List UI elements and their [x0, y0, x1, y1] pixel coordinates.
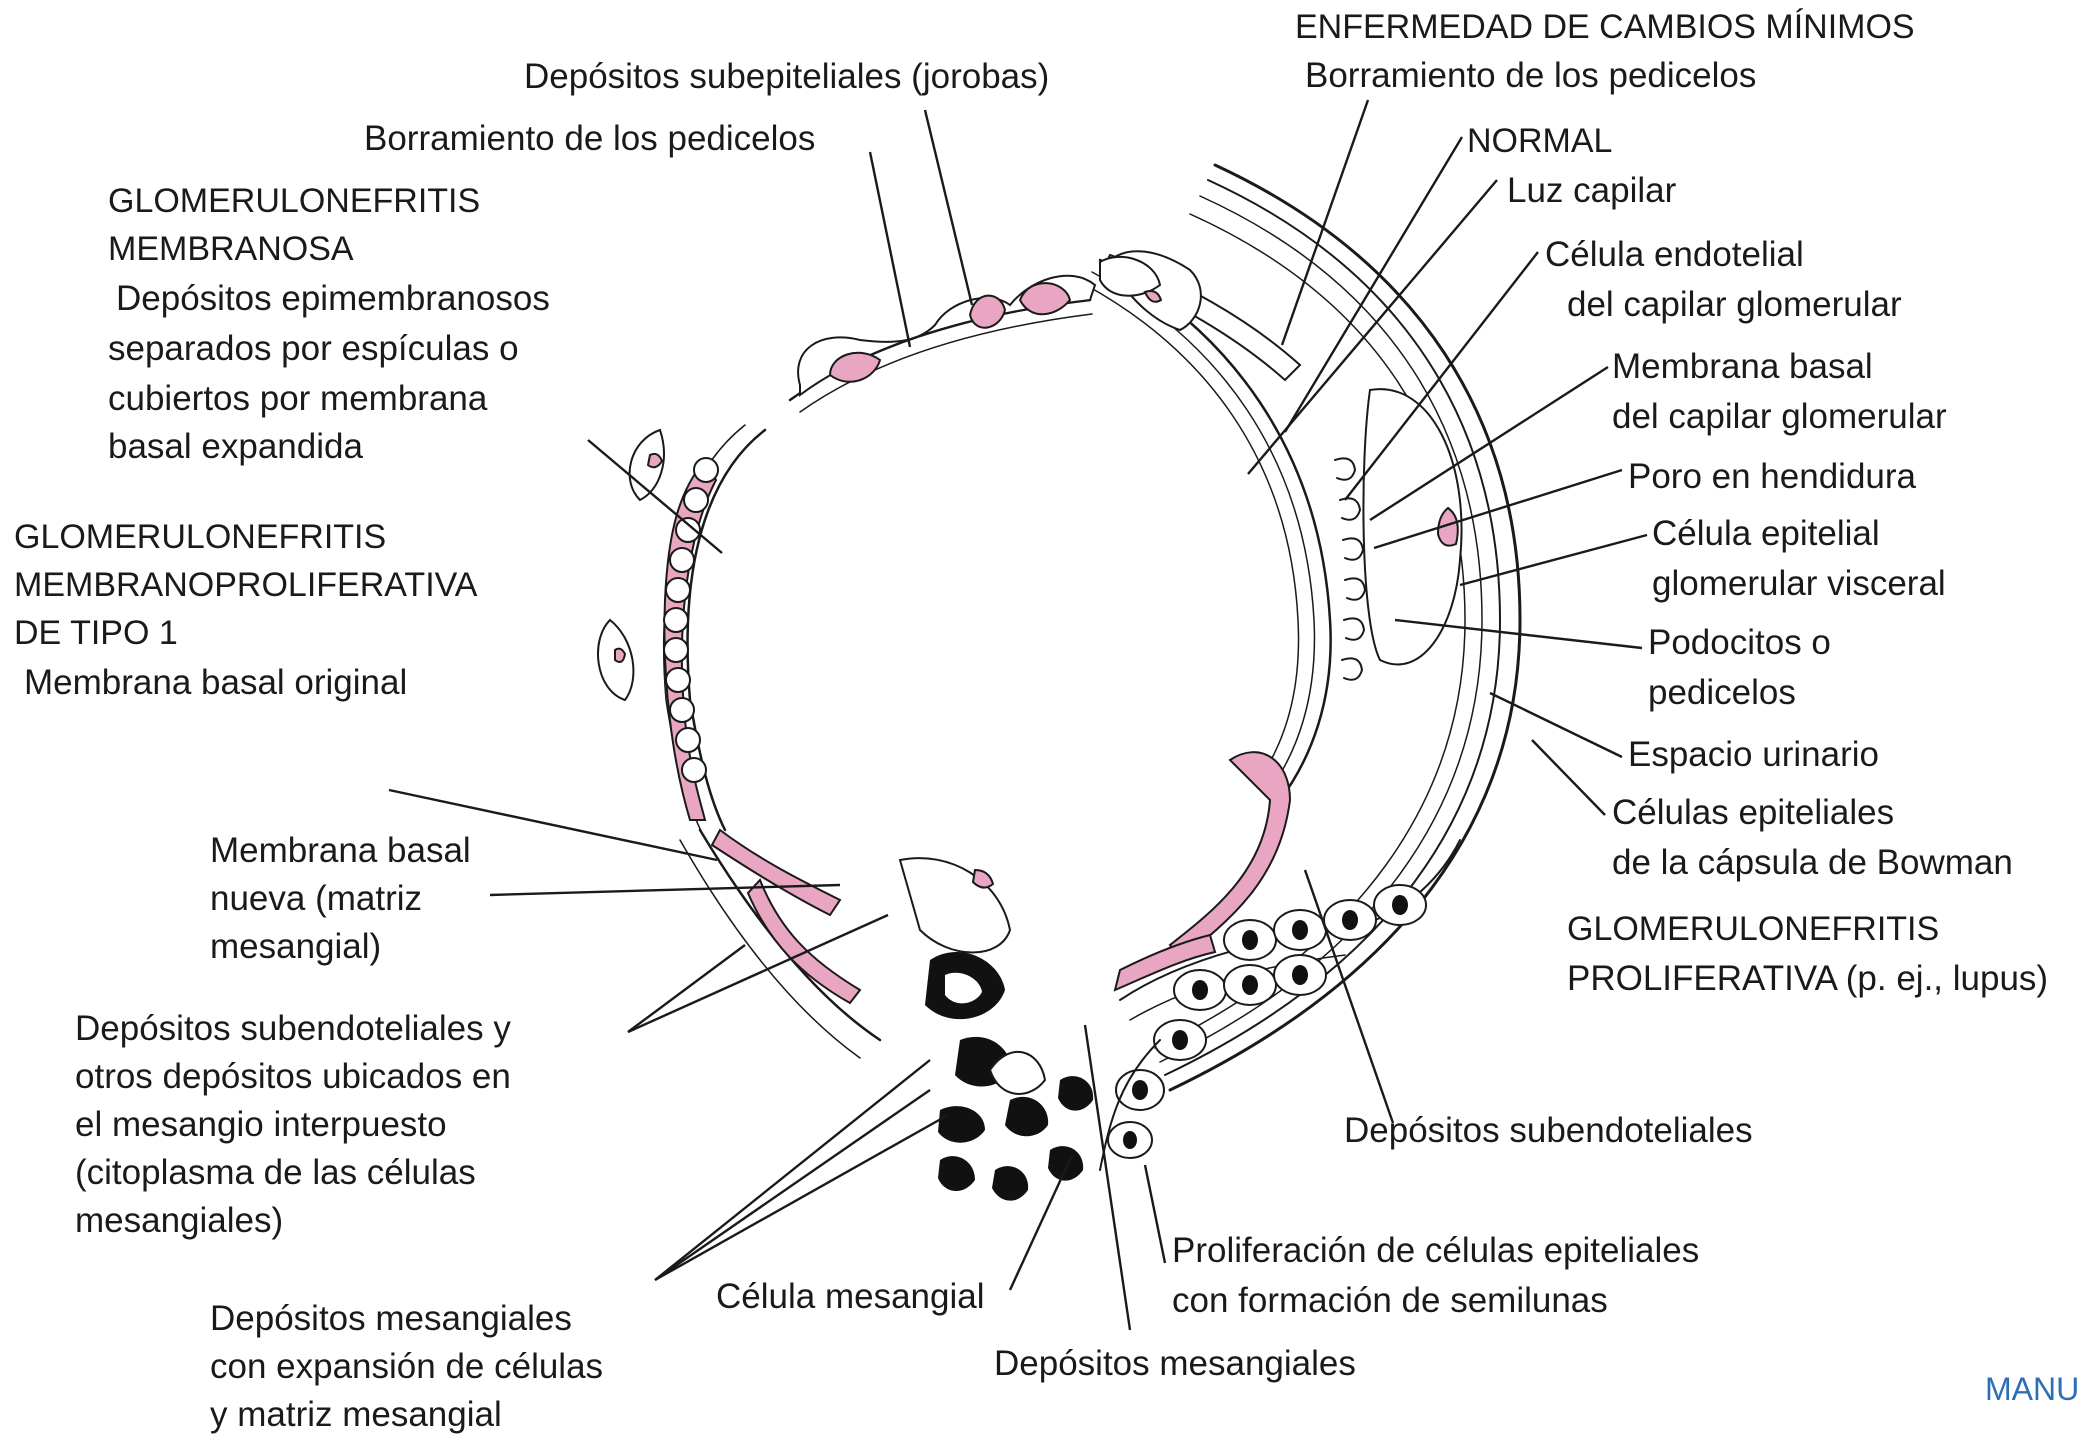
capillary-illustration	[598, 165, 1520, 1201]
label-crescent-2: con formación de semilunas	[1172, 1281, 1608, 1320]
label-mpgn-title-3: DE TIPO 1	[14, 614, 178, 652]
label-mpgn-title-2: MEMBRANOPROLIFERATIVA	[14, 566, 478, 604]
label-subendo-left-5: mesangiales)	[75, 1201, 283, 1240]
label-subendo-left-2: otros depósitos ubicados en	[75, 1057, 511, 1096]
leader-bowman	[1532, 740, 1605, 815]
label-subendo-left-1: Depósitos subendoteliales y	[75, 1009, 511, 1048]
watermark: MANU	[1985, 1371, 2079, 1407]
leader-subendo-left-b	[628, 915, 888, 1032]
label-proliferative-2: PROLIFERATIVA (p. ej., lupus)	[1567, 959, 2048, 998]
label-mesangial-cell: Célula mesangial	[716, 1277, 984, 1316]
leader-epithelial	[1460, 535, 1647, 585]
label-new-bm-2: nueva (matriz	[210, 879, 422, 918]
label-membranous-sub-2: separados por espículas o	[108, 329, 519, 368]
leader-effacement-left	[870, 152, 910, 347]
label-subepithelial-humps: Depósitos subepiteliales (jorobas)	[524, 57, 1049, 96]
mesangial-region	[680, 830, 1048, 1143]
label-membranous-sub-4: basal expandida	[108, 427, 363, 466]
label-endothelial-1: Célula endotelial	[1545, 235, 1804, 274]
leader-minimal-change	[1282, 100, 1368, 345]
label-membranous-sub-1: Depósitos epimembranosos	[116, 279, 550, 318]
label-mesangial-deposits: Depósitos mesangiales	[994, 1344, 1356, 1383]
normal-capillary-wall	[1084, 260, 1462, 800]
label-endothelial-2: del capilar glomerular	[1567, 285, 1902, 324]
label-subendo-left-3: el mesangio interpuesto	[75, 1105, 447, 1144]
labels: ENFERMEDAD DE CAMBIOS MÍNIMOS Borramient…	[14, 8, 2079, 1434]
label-mesangial-exp-2: con expansión de células	[210, 1347, 603, 1386]
label-effacement-left: Borramiento de los pedicelos	[364, 119, 815, 158]
leader-mesangial-exp-c	[655, 1115, 948, 1280]
proliferative-region	[1100, 752, 1460, 1170]
label-bowman-1: Células epiteliales	[1612, 793, 1894, 832]
label-slit-pore: Poro en hendidura	[1628, 457, 1917, 496]
label-normal-title: NORMAL	[1467, 122, 1612, 160]
leader-mesangial-exp-a	[655, 1060, 930, 1280]
mpgn-segment	[598, 425, 765, 835]
label-membranous-title-1: GLOMERULONEFRITIS	[108, 182, 480, 220]
leader-urinary-space	[1490, 693, 1622, 757]
leader-normal	[1285, 137, 1462, 432]
label-bowman-2: de la cápsula de Bowman	[1612, 843, 2013, 882]
membranous-segment	[790, 257, 1161, 412]
label-basement-2: del capilar glomerular	[1612, 397, 1947, 436]
label-lumen: Luz capilar	[1507, 171, 1677, 210]
label-subendo-right: Depósitos subendoteliales	[1344, 1111, 1753, 1150]
label-epithelial-2: glomerular visceral	[1652, 564, 1946, 603]
label-mpgn-sub: Membrana basal original	[24, 663, 407, 702]
label-podocytes-2: pedicelos	[1648, 673, 1796, 712]
label-mesangial-exp-3: y matriz mesangial	[210, 1395, 502, 1434]
mesangial-cells	[925, 952, 1048, 1143]
label-crescent-1: Proliferación de células epiteliales	[1172, 1231, 1699, 1270]
label-new-bm-3: mesangial)	[210, 927, 381, 966]
label-mpgn-title-1: GLOMERULONEFRITIS	[14, 518, 386, 556]
label-epithelial-1: Célula epitelial	[1652, 514, 1880, 553]
label-new-bm-1: Membrana basal	[210, 831, 471, 870]
label-basement-1: Membrana basal	[1612, 347, 1873, 386]
leader-mesangial-deposits	[1085, 1025, 1130, 1330]
label-membranous-title-2: MEMBRANOSA	[108, 230, 354, 268]
leader-subepithelial	[925, 110, 972, 305]
label-podocytes-1: Podocitos o	[1648, 623, 1831, 662]
label-subendo-left-4: (citoplasma de las células	[75, 1153, 476, 1192]
label-proliferative-1: GLOMERULONEFRITIS	[1567, 910, 1939, 948]
label-mesangial-exp-1: Depósitos mesangiales	[210, 1299, 572, 1338]
leader-crescent	[1145, 1165, 1165, 1263]
label-membranous-sub-3: cubiertos por membrana	[108, 379, 488, 418]
label-urinary-space: Espacio urinario	[1628, 735, 1879, 774]
label-minimal-change-sub: Borramiento de los pedicelos	[1305, 56, 1756, 95]
label-minimal-change-title: ENFERMEDAD DE CAMBIOS MÍNIMOS	[1295, 8, 1915, 46]
leader-mesangial-exp-b	[655, 1090, 930, 1280]
